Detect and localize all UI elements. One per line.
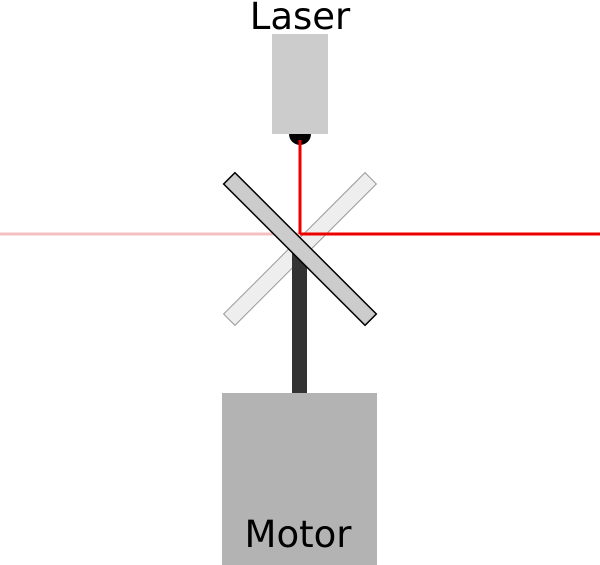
mirror-active bbox=[222, 171, 378, 327]
mirror-active-plate bbox=[222, 171, 378, 327]
motor-label: Motor bbox=[245, 513, 353, 556]
motor-shaft bbox=[292, 249, 307, 395]
laser-body bbox=[272, 34, 328, 134]
motor-body bbox=[222, 393, 377, 565]
laser-nozzle bbox=[289, 134, 311, 145]
laser-label: Laser bbox=[250, 0, 351, 38]
